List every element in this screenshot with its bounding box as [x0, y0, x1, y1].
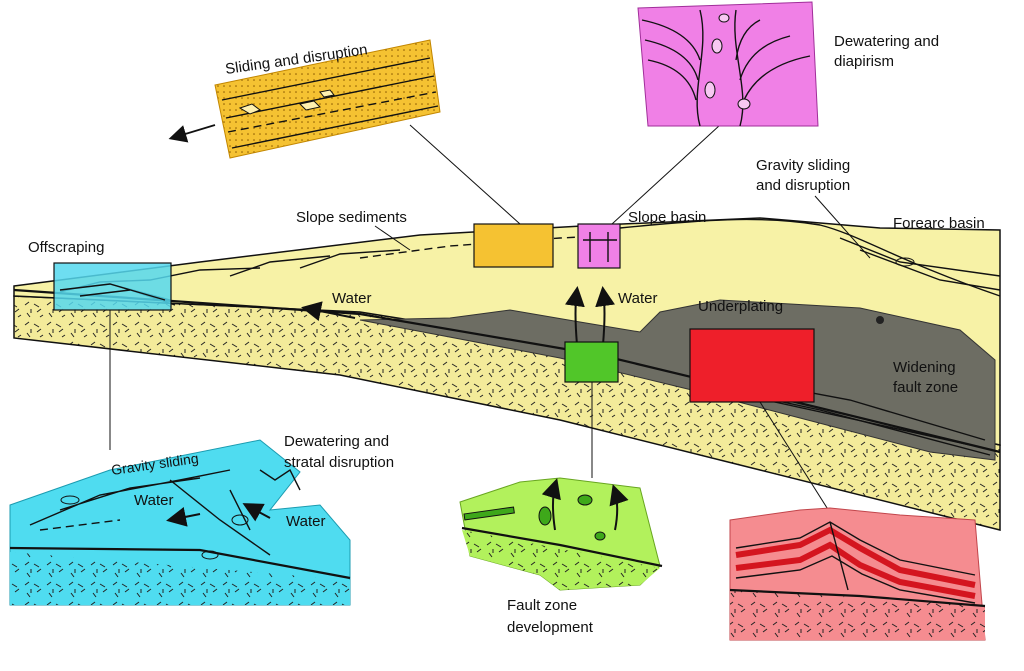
label-slope-sediments: Slope sediments	[296, 209, 407, 226]
inset-dewatering-diapirism	[638, 2, 818, 126]
label-gravity-sliding-disruption-line1: Gravity sliding	[756, 157, 850, 174]
water-label-up: Water	[618, 290, 657, 307]
fault-zone-box	[565, 342, 618, 382]
label-inset-water-1: Water	[134, 492, 173, 509]
pin-icon	[876, 316, 884, 324]
label-dewatering-stratal-line1: Dewatering and	[284, 433, 389, 450]
inset-fault-zone-development	[460, 478, 662, 590]
diapirism-box	[578, 224, 620, 268]
underplating-box	[690, 329, 814, 402]
label-widening-fault-zone-line1: Widening	[893, 359, 956, 376]
label-inset-water-2: Water	[286, 513, 325, 530]
offscraping-box	[54, 263, 171, 310]
water-label-main: Water	[332, 290, 371, 307]
label-dewatering-diapirism-line2: diapirism	[834, 53, 894, 70]
label-widening-fault-zone-line2: fault zone	[893, 379, 958, 396]
label-fault-zone-dev-line1: Fault zone	[507, 597, 577, 614]
label-gravity-sliding-disruption-line2: and disruption	[756, 177, 850, 194]
sliding-arrow-icon	[172, 125, 215, 138]
label-fault-zone-dev-line2: development	[507, 619, 594, 636]
label-offscraping: Offscraping	[28, 239, 104, 256]
leader-sliding	[410, 125, 520, 224]
label-forearc-basin: Forearc basin	[893, 215, 985, 232]
label-underplating: Underplating	[698, 298, 783, 315]
label-dewatering-diapirism-line1: Dewatering and	[834, 33, 939, 50]
label-dewatering-stratal-line2: stratal disruption	[284, 454, 394, 471]
label-slope-basin: Slope basin	[628, 209, 706, 226]
sliding-box	[474, 224, 553, 267]
inset-underplating	[730, 508, 985, 640]
